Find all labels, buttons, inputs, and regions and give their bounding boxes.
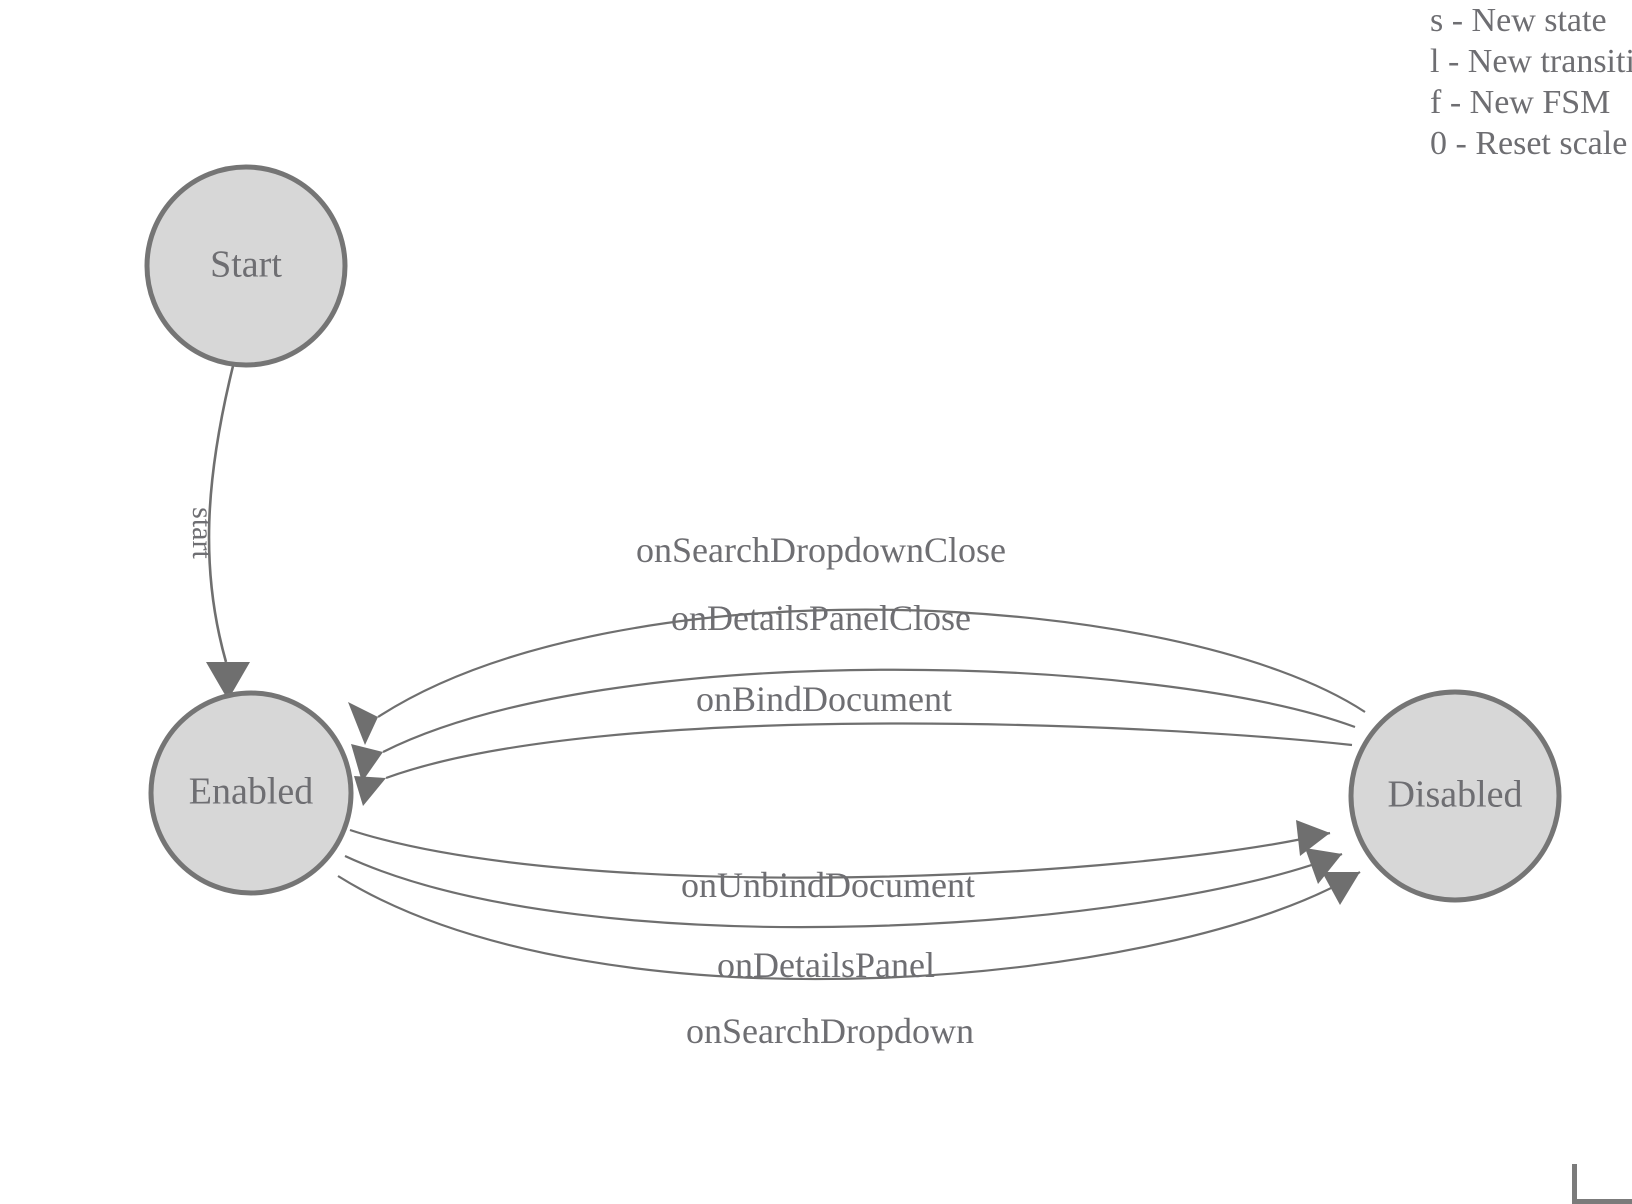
state-circle[interactable] bbox=[1348, 689, 1562, 903]
state-node-enabled[interactable]: Enabled bbox=[148, 690, 354, 896]
transition-edge-path[interactable] bbox=[377, 608, 1366, 718]
transition-edge-path[interactable] bbox=[385, 722, 1353, 780]
keyboard-shortcuts-legend: s - New state l - New transition f - New… bbox=[1430, 0, 1632, 164]
transition-edge-path[interactable] bbox=[382, 668, 1356, 753]
transition-onSearchDropdown[interactable] bbox=[337, 871, 1361, 981]
state-label: Start bbox=[210, 244, 282, 286]
transition-edge-path[interactable] bbox=[344, 852, 1343, 929]
arrow-head-icon bbox=[354, 776, 386, 806]
arrow-head-icon bbox=[1305, 848, 1342, 884]
shortcut-new-state: s - New state bbox=[1430, 2, 1607, 39]
arrow-head-icon bbox=[348, 702, 378, 745]
state-circle[interactable] bbox=[148, 690, 354, 896]
transition-onUnbindDocument[interactable] bbox=[349, 820, 1331, 879]
arrow-head-icon bbox=[1322, 872, 1360, 905]
transition-label-onBindDocument: onBindDocument bbox=[696, 679, 952, 719]
state-node-start[interactable]: Start bbox=[144, 164, 348, 368]
arrow-head-icon bbox=[206, 662, 250, 700]
shortcut-new-fsm: f - New FSM bbox=[1430, 84, 1611, 121]
transition-label-start: start bbox=[186, 507, 219, 559]
state-label: Enabled bbox=[189, 771, 314, 813]
transition-onBindDocument[interactable] bbox=[354, 722, 1353, 806]
transition-onSearchDropdownClose[interactable] bbox=[348, 608, 1366, 745]
arrow-head-icon bbox=[351, 744, 383, 782]
transition-onDetailsPanel[interactable] bbox=[344, 848, 1343, 929]
transition-edge-path[interactable] bbox=[337, 871, 1361, 981]
state-circle[interactable] bbox=[144, 164, 348, 368]
state-node-disabled[interactable]: Disabled bbox=[1348, 689, 1562, 903]
transition-edge-path[interactable] bbox=[349, 828, 1331, 879]
transition-onDetailsPanelClose[interactable] bbox=[351, 668, 1356, 782]
shortcut-reset-scale: 0 - Reset scale bbox=[1430, 125, 1628, 162]
panel-corner-marker bbox=[1572, 1164, 1632, 1204]
arrow-head-icon bbox=[1296, 820, 1330, 856]
transition-label-onDetailsPanelClose: onDetailsPanelClose bbox=[671, 598, 971, 638]
shortcut-new-transition: l - New transition bbox=[1430, 43, 1632, 80]
transition-start[interactable] bbox=[206, 365, 250, 700]
state-label: Disabled bbox=[1387, 774, 1522, 816]
transition-label-onUnbindDocument: onUnbindDocument bbox=[681, 865, 975, 905]
transition-edge-path[interactable] bbox=[207, 365, 235, 663]
transition-label-onSearchDropdown: onSearchDropdown bbox=[686, 1011, 974, 1051]
transition-label-onDetailsPanel: onDetailsPanel bbox=[717, 945, 935, 985]
transition-label-onSearchDropdownClose: onSearchDropdownClose bbox=[636, 530, 1006, 570]
